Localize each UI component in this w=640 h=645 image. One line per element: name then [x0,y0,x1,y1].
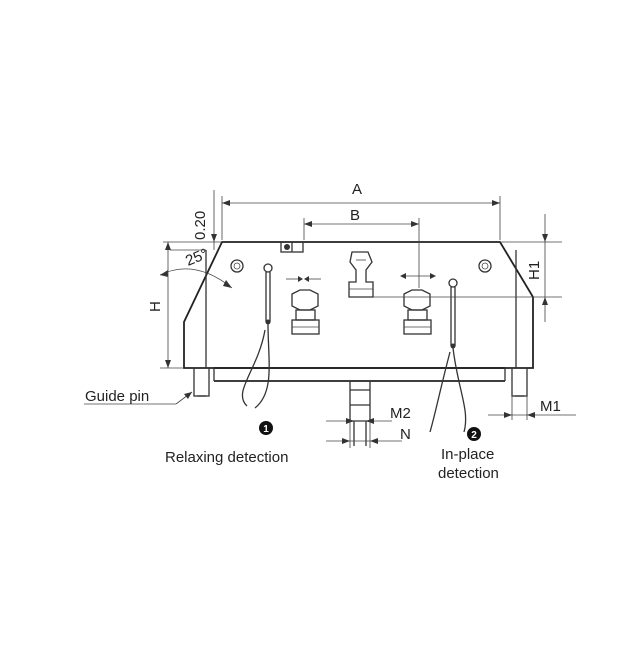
guide-pin-left [193,367,210,397]
label-h: H [147,301,164,312]
sensor-relaxing [241,263,273,409]
label-guide-pin: Guide pin [85,388,149,405]
label-m2: M2 [390,405,411,422]
mount-hole-left [230,259,244,273]
marker-2-text: 2 [471,430,477,441]
label-m1: M1 [540,398,561,415]
marker-2: 2 [467,427,481,441]
top-block [280,241,304,253]
dimension-gap [163,190,222,251]
guide-pin-leader [84,391,193,405]
dimension-n [326,421,402,448]
dimension-angle [159,268,233,289]
label-h1: H1 [526,261,543,280]
guide-pin-right [511,367,528,397]
label-in-place-2: detection [438,465,499,482]
dimension-h [160,242,184,369]
dimension-m2 [326,418,392,424]
label-gap: 0.20 [192,211,209,240]
dimension-h1 [373,214,562,322]
arrow-converge-icon [286,276,321,282]
sensor-in-place [429,278,467,433]
marker-1: 1 [259,421,273,435]
mount-hole-right [478,259,492,273]
dimension-b [303,218,420,288]
left-clamp [291,289,320,335]
label-a: A [352,181,362,198]
dimension-m1 [488,396,576,420]
dimension-a [221,196,501,240]
label-relaxing-detection: Relaxing detection [165,449,288,466]
center-clamp [348,251,374,298]
label-n: N [400,426,411,443]
marker-1-text: 1 [263,424,269,435]
center-stem [349,380,371,446]
arrow-diverge-icon [400,273,436,279]
label-b: B [350,207,360,224]
right-clamp [403,289,432,335]
label-in-place-1: In-place [441,446,494,463]
